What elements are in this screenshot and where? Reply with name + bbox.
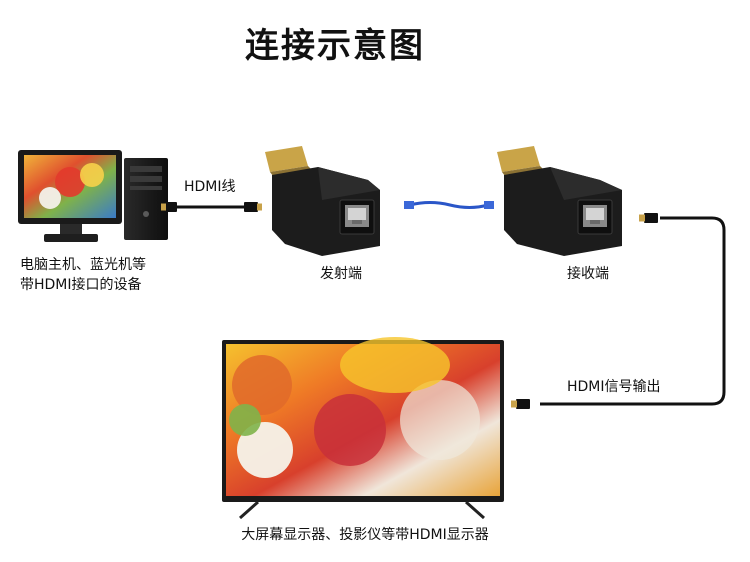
computer-tower xyxy=(124,158,168,240)
source-label-line1: 电脑主机、蓝光机等 xyxy=(20,255,146,275)
hdmi-output-label: HDMI信号输出 xyxy=(567,376,661,396)
hdmi-cable-label: HDMI线 xyxy=(184,176,236,196)
hdmi-cable-input xyxy=(161,202,262,212)
display-tv xyxy=(222,337,504,518)
source-label-line2: 带HDMI接口的设备 xyxy=(20,275,146,295)
transmitter-adapter xyxy=(265,146,380,256)
computer-monitor xyxy=(18,150,122,242)
display-label: 大屏幕显示器、投影仪等带HDMI显示器 xyxy=(0,524,730,544)
network-cable xyxy=(404,201,494,209)
receiver-label: 接收端 xyxy=(567,263,609,283)
receiver-adapter xyxy=(497,146,622,256)
source-device-label: 电脑主机、蓝光机等 带HDMI接口的设备 xyxy=(20,255,146,295)
source-computer xyxy=(18,150,168,242)
transmitter-label: 发射端 xyxy=(320,263,362,283)
